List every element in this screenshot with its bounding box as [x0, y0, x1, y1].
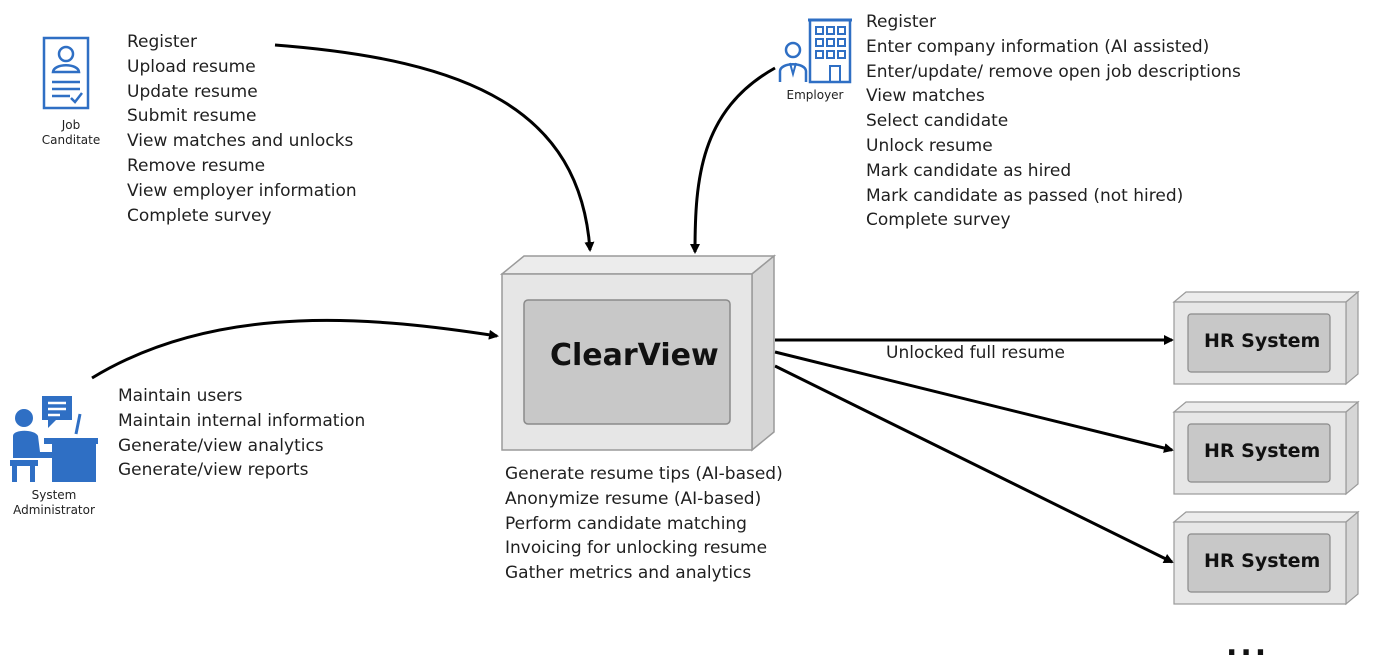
admin-action: Generate/view analytics: [118, 435, 324, 456]
employer-action: Unlock resume: [866, 135, 993, 156]
admin-action: Maintain internal information: [118, 410, 366, 431]
hr-arrow-2: [774, 350, 1174, 453]
system-functions: Generate resume tips (AI-based) Anonymiz…: [505, 462, 783, 586]
employer-action: Enter/update/ remove open job descriptio…: [866, 61, 1241, 82]
candidate-action: Complete survey: [127, 205, 272, 226]
candidate-action: View employer information: [127, 180, 357, 201]
admin-action: Maintain users: [118, 386, 243, 406]
candidate-action: Submit resume: [127, 106, 257, 127]
employer-label: Employer: [786, 88, 844, 102]
employer-action: Mark candidate as passed (not hired): [866, 185, 1184, 206]
employer-action: Complete survey: [866, 210, 1011, 231]
candidate-action: Remove resume: [127, 155, 266, 176]
employer-action: Select candidate: [866, 111, 1009, 132]
employer-action: Register: [866, 12, 936, 32]
system-function: Anonymize resume (AI-based): [505, 488, 762, 509]
admin-label: System Administrator: [13, 488, 95, 517]
clearview-box: ClearView: [500, 254, 776, 454]
candidate-action: Update resume: [127, 81, 258, 102]
system-function: Generate resume tips (AI-based): [505, 464, 783, 484]
candidate-action: Upload resume: [127, 56, 256, 77]
hr-system-box: HR System: [1172, 290, 1360, 386]
candidate-actions: Register Upload resume Update resume Sub…: [127, 30, 357, 228]
employer-actions: Register Enter company information (AI a…: [866, 10, 1241, 233]
hr-system-title: HR System: [1204, 440, 1321, 462]
system-function: Invoicing for unlocking resume: [505, 538, 768, 559]
hr-arrow-3: [774, 364, 1174, 564]
hr-system-box: HR System: [1172, 510, 1360, 606]
candidate-action: Register: [127, 32, 197, 52]
system-function: Perform candidate matching: [505, 513, 747, 534]
admin-arrow: [91, 318, 499, 380]
candidate-arrow: [274, 43, 595, 252]
employer-icon: [778, 16, 854, 84]
candidate-action: View matches and unlocks: [127, 131, 354, 152]
system-title: ClearView: [550, 338, 719, 373]
candidate-label: Job Canditate: [41, 118, 101, 147]
employer-action: View matches: [866, 86, 985, 107]
candidate-icon: [42, 36, 90, 110]
admin-actions: Maintain users Maintain internal informa…: [118, 384, 365, 483]
system-function: Gather metrics and analytics: [505, 563, 752, 584]
hr-system-title: HR System: [1204, 550, 1321, 572]
admin-action: Generate/view reports: [118, 460, 309, 481]
employer-action: Enter company information (AI assisted): [866, 36, 1210, 57]
more-indicator: ...: [1226, 628, 1270, 663]
employer-arrow: [690, 66, 776, 254]
hr-system-box: HR System: [1172, 400, 1360, 496]
admin-icon: [8, 394, 100, 484]
employer-action: Mark candidate as hired: [866, 160, 1072, 181]
hr-system-title: HR System: [1204, 330, 1321, 352]
edge-label: Unlocked full resume: [886, 343, 1065, 363]
